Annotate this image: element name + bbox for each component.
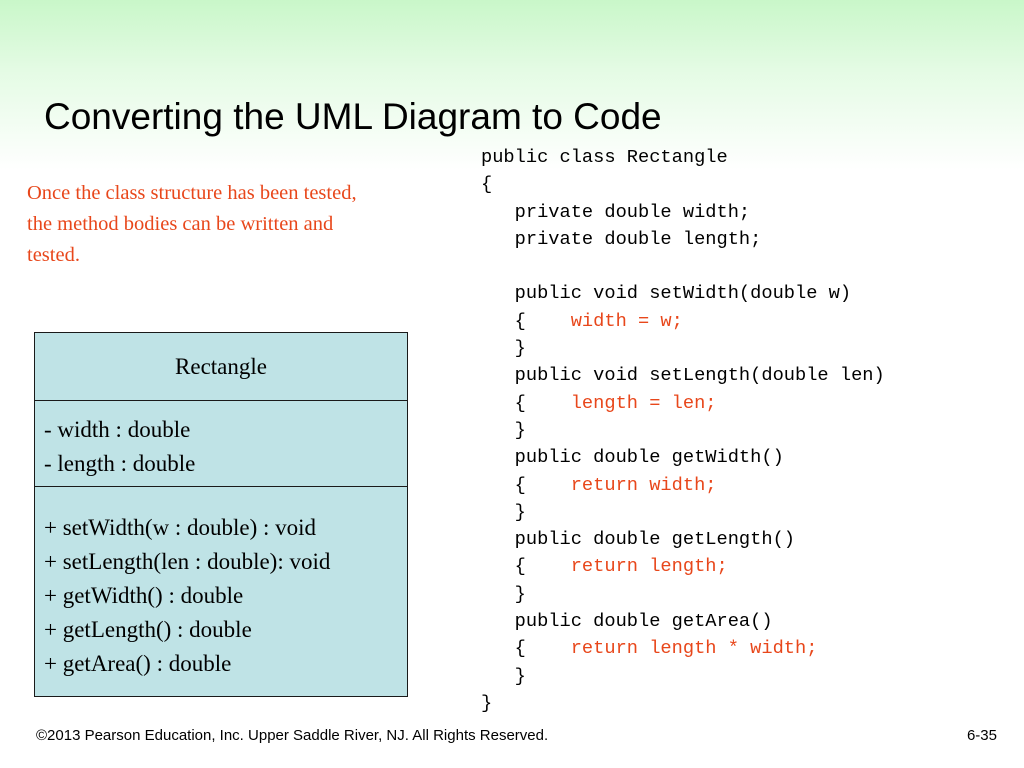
code-text: { <box>481 309 571 332</box>
code-line: private double length; <box>481 226 885 253</box>
footer-copyright: ©2013 Pearson Education, Inc. Upper Sadd… <box>36 727 549 744</box>
uml-method: + getArea() : double <box>44 651 232 676</box>
uml-class-diagram: Rectangle - width : double - length : do… <box>34 332 408 697</box>
uml-attribute: - length : double <box>44 451 196 476</box>
code-text: private double width; <box>481 200 751 223</box>
code-line: { length = len; <box>481 390 885 417</box>
slide-note: Once the class structure has been tested… <box>27 178 457 271</box>
code-line: { return length * width; <box>481 635 885 662</box>
uml-class-name: Rectangle <box>35 333 407 401</box>
code-text: { <box>481 173 493 196</box>
slide-title: Converting the UML Diagram to Code <box>44 96 662 137</box>
code-line: { return length; <box>481 553 885 580</box>
code-text: } <box>481 582 526 605</box>
code-line: { width = w; <box>481 308 885 335</box>
code-line: } <box>481 417 885 444</box>
code-line: private double width; <box>481 199 885 226</box>
code-line: } <box>481 335 885 362</box>
page-number: 6-35 <box>966 727 997 744</box>
code-text: public double getArea() <box>481 610 773 633</box>
code-line: public double getArea() <box>481 608 885 635</box>
code-text: { <box>481 637 571 660</box>
code-method-body: length = len; <box>570 391 717 414</box>
code-text: public void setLength(double len) <box>481 364 885 387</box>
code-line: public double getLength() <box>481 526 885 553</box>
code-text: } <box>481 500 526 523</box>
code-line: public void setWidth(double w) <box>481 280 885 307</box>
code-text: } <box>481 664 526 687</box>
code-text: } <box>481 418 526 441</box>
code-text: { <box>481 391 571 414</box>
code-text: public double getLength() <box>481 528 796 551</box>
uml-method: + setWidth(w : double) : void <box>44 515 317 540</box>
code-text: public void setWidth(double w) <box>481 282 852 305</box>
code-line: { <box>481 171 885 198</box>
code-line: } <box>481 499 885 526</box>
code-line: public double getWidth() <box>481 444 885 471</box>
code-text: { <box>481 473 571 496</box>
code-method-body: return length * width; <box>570 637 818 660</box>
note-line: the method bodies can be written and <box>27 213 334 235</box>
code-method-body: return width; <box>570 473 717 496</box>
uml-method: + getWidth() : double <box>44 583 244 608</box>
code-text: public double getWidth() <box>481 446 784 469</box>
note-line: Once the class structure has been tested… <box>27 182 357 204</box>
code-text: } <box>481 337 526 360</box>
code-method-body: width = w; <box>570 309 683 332</box>
code-line: { return width; <box>481 472 885 499</box>
code-text: } <box>481 691 493 714</box>
code-line: public void setLength(double len) <box>481 362 885 389</box>
code-method-body: return length; <box>570 555 728 578</box>
uml-attributes: - width : double - length : double <box>35 401 407 487</box>
code-text: private double length; <box>481 227 762 250</box>
uml-method: + getLength() : double <box>44 617 252 642</box>
code-line: } <box>481 581 885 608</box>
code-text: public class Rectangle <box>481 146 728 168</box>
uml-methods: + setWidth(w : double) : void + setLengt… <box>35 487 407 681</box>
code-text: { <box>481 555 571 578</box>
code-line: } <box>481 690 885 717</box>
uml-method: + setLength(len : double): void <box>44 549 331 574</box>
code-listing: public class Rectangle { private double w… <box>481 144 885 717</box>
code-line <box>481 253 885 280</box>
uml-attribute: - width : double <box>44 417 191 442</box>
code-line: } <box>481 663 885 690</box>
code-line: public class Rectangle <box>481 144 885 171</box>
note-line: tested. <box>27 244 80 266</box>
